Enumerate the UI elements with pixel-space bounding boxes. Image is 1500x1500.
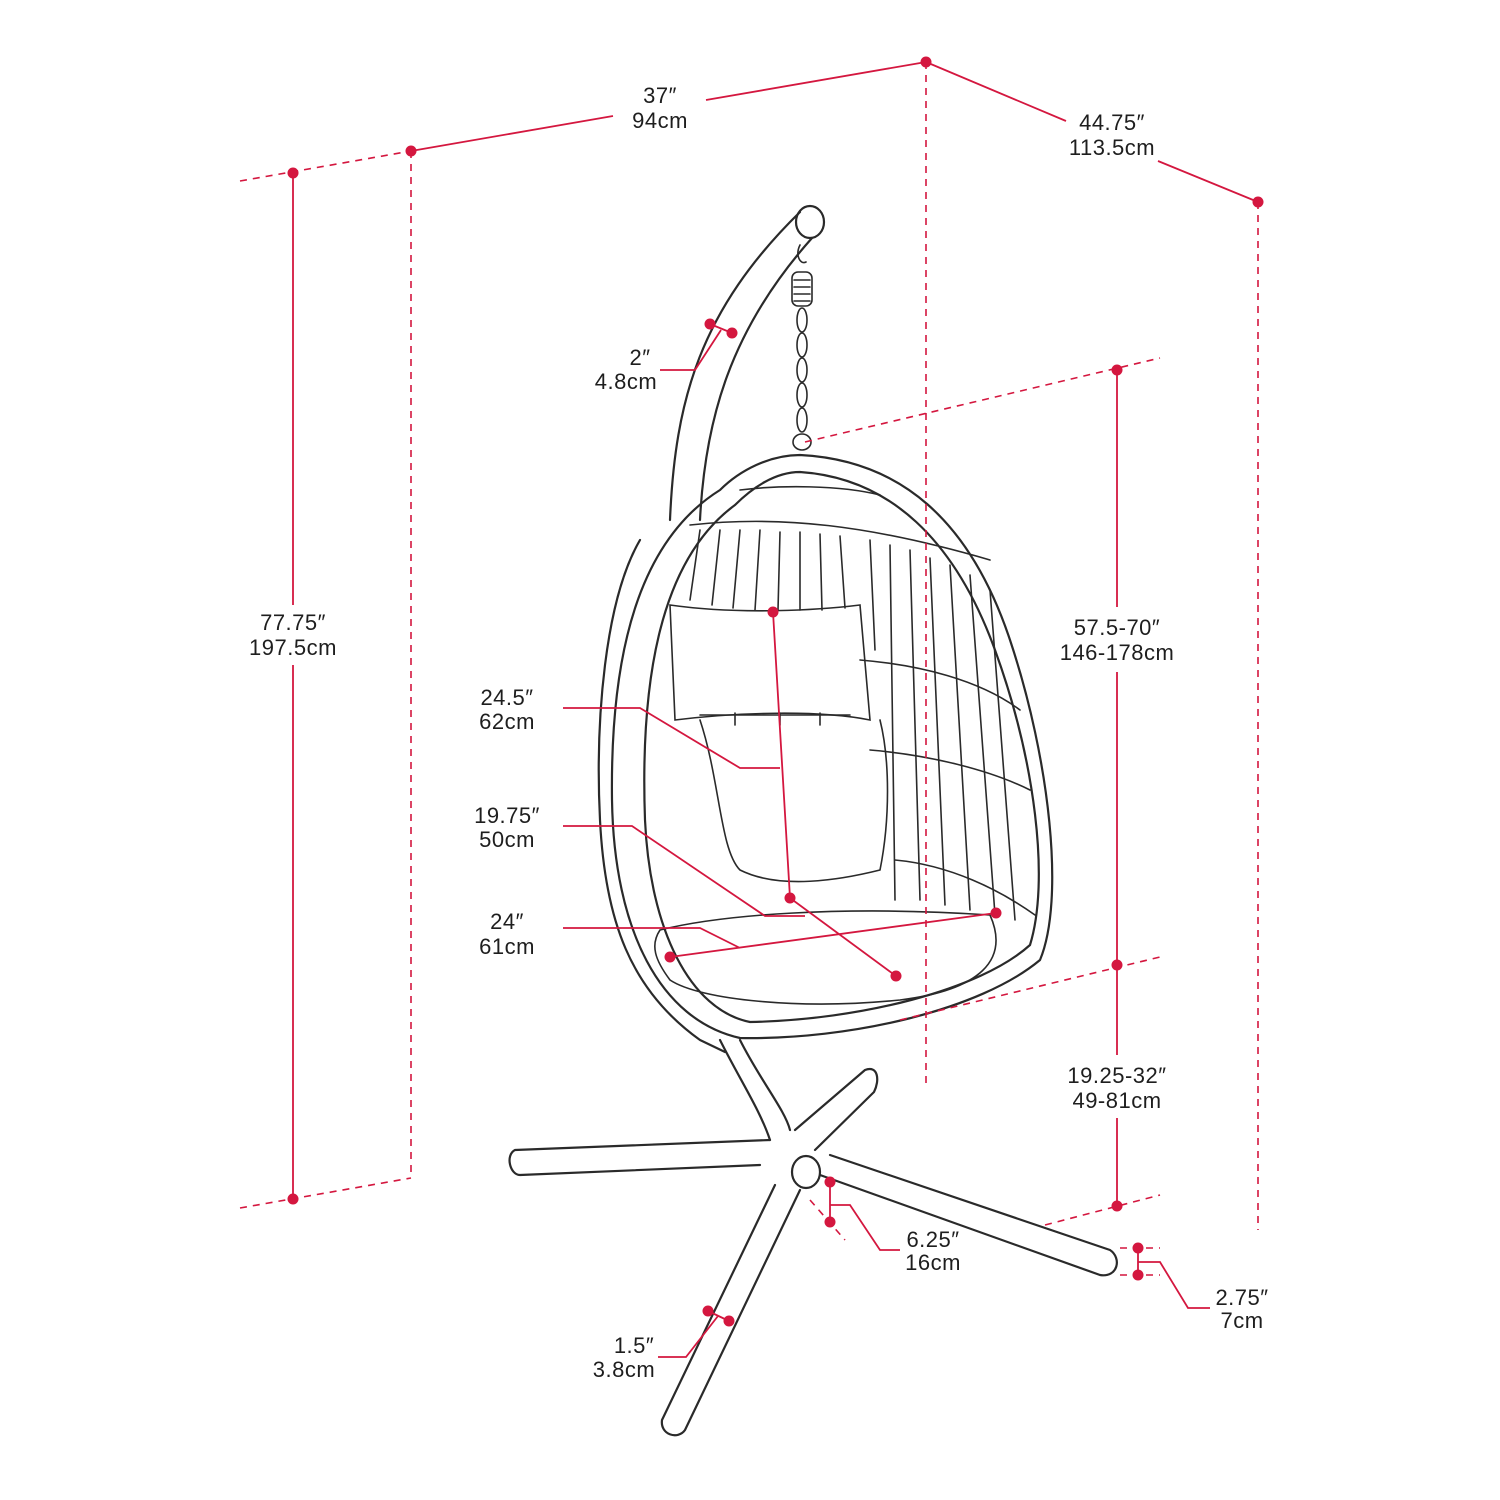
wicker (689, 485, 1036, 921)
width-metric: 94cm (632, 108, 688, 133)
depth-metric: 113.5cm (1069, 135, 1155, 160)
height-metric: 197.5cm (249, 635, 337, 660)
seat-width-imperial: 24″ (490, 909, 524, 934)
chain (791, 244, 813, 451)
back-height-imperial: 24.5″ (480, 685, 533, 710)
depth-imperial: 44.75″ (1079, 110, 1145, 135)
clearance-imperial: 19.25-32″ (1067, 1063, 1166, 1088)
seat-depth-metric: 50cm (479, 827, 535, 852)
width-imperial: 37″ (643, 83, 677, 108)
leg-tube-imperial: 1.5″ (614, 1333, 654, 1358)
back-height-metric: 62cm (479, 709, 535, 734)
seat-width-metric: 61cm (479, 934, 535, 959)
seat-depth-imperial: 19.75″ (474, 803, 540, 828)
dimension-labels: 37″ 94cm 44.75″ 113.5cm 77.75″ 197.5cm 2… (249, 83, 1268, 1382)
seat-height-metric: 146-178cm (1060, 640, 1175, 665)
stand-base (508, 1038, 1118, 1437)
chair-illustration (508, 204, 1118, 1437)
base-hub-metric: 16cm (905, 1250, 961, 1275)
cushion (654, 604, 997, 1005)
height-imperial: 77.75″ (260, 610, 326, 635)
foot-height-imperial: 2.75″ (1215, 1285, 1268, 1310)
clearance-metric: 49-81cm (1072, 1088, 1161, 1113)
stand-cap (794, 204, 826, 240)
stand-arm (668, 210, 814, 522)
leg-tube-metric: 3.8cm (593, 1357, 655, 1382)
seat-height-imperial: 57.5-70″ (1074, 615, 1160, 640)
stand-tube-imperial: 2″ (629, 345, 650, 370)
egg-frame (610, 453, 1054, 1040)
base-hub-imperial: 6.25″ (906, 1227, 959, 1252)
dimension-lines (239, 56, 1264, 1358)
foot-height-metric: 7cm (1220, 1308, 1263, 1333)
stand-tube-metric: 4.8cm (595, 369, 657, 394)
